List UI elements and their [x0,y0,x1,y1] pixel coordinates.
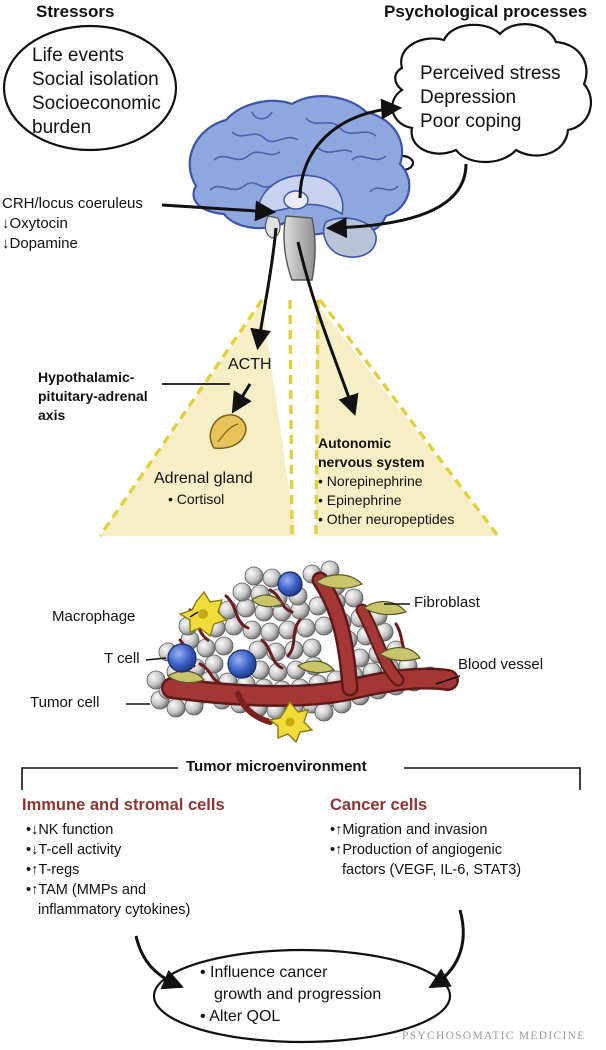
tumor-cell [204,654,224,674]
arrow-hpa [250,227,278,351]
outcome-item: growth and progression [214,986,382,1003]
fibroblast-label: Fibroblast [414,594,480,611]
psych-item: Perceived stress [420,63,561,84]
stressor-item: Life events [32,45,124,66]
cancer-list: •↑Migration and invasion •↑Production of… [330,820,521,880]
immune-item: •↑T-regs [26,862,80,878]
brain-labels: CRH/locus coeruleus ↓Oxytocin ↓Dopamine [2,194,143,254]
microenvironment-title: Tumor microenvironment [186,758,367,775]
ans-cone [316,302,498,536]
stressors-oval [2,24,178,152]
stressor-item: burden [32,117,92,138]
ans-item: • Epinephrine [318,492,402,508]
fibroblast-cells [166,574,421,684]
hpa-cone [100,302,296,536]
psych-item: Depression [420,87,517,108]
tumor-cell [236,598,256,618]
immune-item: •↓NK function [26,822,114,838]
arrow-brain-to-cloud [298,98,403,199]
outcome-list: • Influence cancer growth and progressio… [200,962,381,1028]
cancer-item: factors (VEGF, IL-6, STAT3) [342,862,522,878]
macrophage-leader [189,611,199,618]
blood-vessel-label: Blood vessel [458,656,544,673]
immune-section-title: Immune and stromal cells [22,796,225,814]
tumor-cell [242,620,262,640]
stressor-item: Social isolation [32,69,159,90]
journal-watermark: PSYCHOSOMATIC MEDICINE [402,1030,586,1042]
tumor-cell [166,698,186,718]
dopamine-label: ↓Dopamine [2,235,78,252]
outcome-oval [152,948,452,1044]
tumor-cell [244,566,264,586]
ans-item: • Other neuropeptides [318,511,455,527]
tumor-microenvironment-illustration [146,560,459,744]
t-cell [167,643,197,673]
tumor-cell-label: Tumor cell [30,694,100,711]
ans-item: • Norepinephrine [318,473,423,489]
arrow-immune-to-outcome [134,935,184,990]
stressor-item: Socioeconomic [32,93,161,114]
stressors-list: Life events Social isolation Socioeconom… [32,44,161,140]
cancer-section-title: Cancer cells [330,796,428,814]
ans-items: • Norepinephrine • Epinephrine • Other n… [318,472,454,529]
immune-item: inflammatory cytokines) [38,902,191,918]
psych-header: Psychological processes [384,2,588,21]
ans-label: Autonomic nervous system [318,435,425,470]
arrow-acth-to-adrenal [231,383,252,414]
immune-item: •↓T-cell activity [26,842,122,858]
tumor-cell [214,636,234,656]
acth-label: ACTH [228,356,272,373]
adrenal-gland-label: Adrenal gland [154,470,253,487]
stressors-header: Stressors [36,2,115,21]
tumor-cell [302,638,322,658]
cancer-item: •↑Production of angiogenic [330,842,502,858]
arrow-crh [161,200,277,222]
psych-list: Perceived stress Depression Poor coping [420,62,560,134]
tumor-cell [232,582,252,602]
blood-vessel-leader [435,675,461,685]
tcell-label: T cell [104,650,140,667]
oxytocin-label: ↓Oxytocin [2,215,68,232]
blood-vessel [161,571,459,725]
psych-item: Poor coping [420,111,522,132]
hpa-axis-label: Hypothalamic- pituitary-adrenal axis [38,369,148,423]
brain-illustration [188,95,411,281]
arrow-cancer-to-outcome [428,909,465,989]
tumor-cell [314,702,334,722]
tumor-cell [344,588,364,608]
immune-list: •↓NK function •↓T-cell activity •↑T-regs… [26,820,190,920]
outcome-item: • Influence cancer [200,964,328,981]
cancer-item: •↑Migration and invasion [330,822,488,838]
tumor-cell [196,638,216,658]
outcome-item: • Alter QOL [200,1008,281,1025]
arrow-ans [296,241,359,416]
cortisol-label: • Cortisol [168,491,225,507]
t-cell [277,571,303,597]
tcell-leader [145,657,167,661]
tumor-cell [260,622,280,642]
t-cell [227,649,257,679]
cone-dashed-edges [98,298,500,538]
microenvironment-bracket [21,767,581,790]
arrow-cloud-to-brain [325,163,468,239]
crh-label: CRH/locus coeruleus [2,195,143,212]
macrophage-label: Macrophage [52,608,136,625]
immune-item: •↑TAM (MMPs and [26,882,147,898]
